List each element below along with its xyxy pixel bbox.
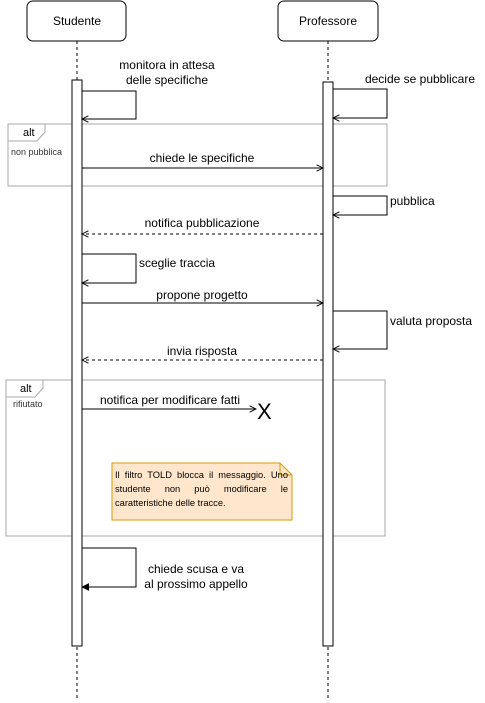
self-message-chiede-scusa[interactable]: chiede scusa e va al prossimo appello <box>81 547 248 591</box>
self-message-monitora[interactable]: monitora in attesa delle specifiche <box>82 58 215 119</box>
self-message-sceglie-traccia[interactable]: sceglie traccia <box>82 253 215 283</box>
message-chiede-specifiche[interactable]: chiede le specifiche <box>82 151 323 168</box>
lost-message-x-icon: X <box>257 399 272 424</box>
participant-studente[interactable]: Studente <box>26 0 127 42</box>
chiede-scusa-label-2: al prossimo appello <box>144 577 248 591</box>
message-notifica-pubblicazione[interactable]: notifica pubblicazione <box>82 216 323 234</box>
invia-risposta-label: invia risposta <box>167 344 237 358</box>
notifica-modificare-label: notifica per modificare fatti <box>100 393 240 407</box>
activation-studente <box>71 79 83 647</box>
chiede-specifiche-label: chiede le specifiche <box>150 151 255 165</box>
decide-label: decide se pubblicare <box>365 72 475 86</box>
self-message-valuta-proposta[interactable]: valuta proposta <box>333 310 472 349</box>
monitora-label-1: monitora in attesa <box>119 58 215 72</box>
alt2-guard: rifiutato <box>13 399 43 409</box>
chiede-scusa-label-1: chiede scusa e va <box>148 562 244 576</box>
participant-professore-label: Professore <box>299 14 357 28</box>
pubblica-label: pubblica <box>390 194 435 208</box>
alt-fragment-non-pubblica[interactable]: alt non pubblica <box>7 123 388 187</box>
valuta-proposta-label: valuta proposta <box>390 314 472 328</box>
alt2-operator: alt <box>20 383 32 395</box>
note-shape <box>111 462 293 521</box>
self-message-decide[interactable]: decide se pubblicare <box>333 72 475 118</box>
message-invia-risposta[interactable]: invia risposta <box>82 344 323 360</box>
sceglie-traccia-label: sceglie traccia <box>139 256 215 270</box>
message-notifica-modificare[interactable]: notifica per modificare fatti X <box>82 393 272 424</box>
propone-progetto-label: propone progetto <box>156 288 248 302</box>
note-fold <box>279 463 292 476</box>
note-told-filter: Il filtro TOLD blocca il messaggio. Uno … <box>115 470 288 508</box>
participant-studente-label: Studente <box>53 14 101 28</box>
participant-professore[interactable]: Professore <box>277 0 379 42</box>
message-propone-progetto[interactable]: propone progetto <box>82 288 323 303</box>
self-message-pubblica[interactable]: pubblica <box>333 194 435 215</box>
notifica-pubblicazione-label: notifica pubblicazione <box>145 216 260 230</box>
alt1-operator: alt <box>23 127 35 139</box>
monitora-label-2: delle specifiche <box>126 73 208 87</box>
alt-fragment-rifiutato[interactable]: alt rifiutato <box>5 379 386 537</box>
alt1-guard: non pubblica <box>11 147 62 157</box>
activation-professore <box>322 81 334 647</box>
